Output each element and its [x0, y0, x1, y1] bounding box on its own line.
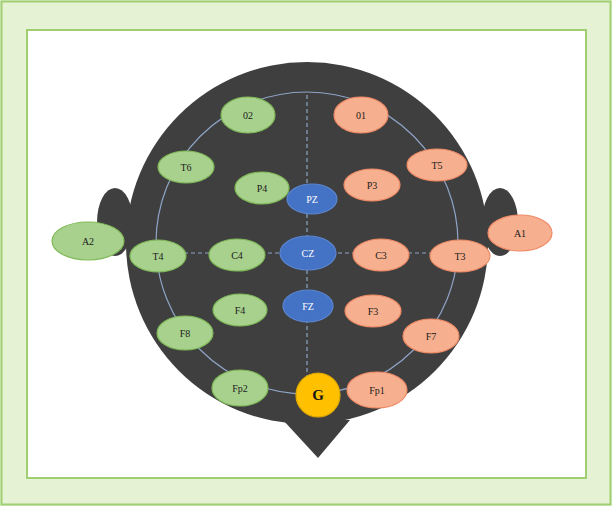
electrode-outline — [334, 97, 388, 133]
electrode-label: P4 — [257, 183, 268, 194]
electrode-label: 02 — [243, 110, 253, 121]
electrode: PZ — [286, 183, 338, 215]
electrode-outline — [407, 149, 467, 181]
electrode-outline — [213, 294, 267, 326]
electrode-label: 01 — [356, 110, 366, 121]
electrode-label: C3 — [375, 250, 387, 261]
electrode-outline — [221, 97, 275, 133]
electrode: F8 — [156, 315, 214, 351]
electrode-outline — [283, 290, 333, 322]
electrode: A2 — [51, 221, 125, 261]
electrode-outline — [157, 316, 213, 350]
electrode: 01 — [333, 96, 389, 134]
electrode: F4 — [212, 293, 268, 327]
electrode-outline — [345, 295, 401, 327]
electrode-outline — [280, 236, 336, 270]
electrode-outline — [52, 222, 124, 260]
electrode-label: Fp2 — [232, 383, 248, 394]
electrode: F7 — [402, 318, 460, 354]
electrode: C3 — [352, 238, 410, 272]
electrode-label: P3 — [367, 180, 378, 191]
electrode-outline — [130, 240, 186, 272]
electrode: F3 — [344, 294, 402, 328]
electrode: FZ — [282, 289, 334, 323]
electrode-label: F7 — [426, 331, 437, 342]
electrode: A1 — [487, 214, 553, 252]
electrode-outline — [296, 373, 340, 417]
ground-electrode: G — [295, 372, 341, 418]
electrode-label: F3 — [368, 306, 379, 317]
electrode-outline — [403, 319, 459, 353]
nose — [283, 420, 350, 458]
electrode: C4 — [208, 238, 266, 272]
electrode-outline — [488, 215, 552, 251]
electrode: T3 — [429, 239, 491, 273]
electrode: CZ — [279, 235, 337, 271]
electrode-outline — [287, 184, 337, 214]
electrode-label: G — [312, 387, 324, 404]
electrode: Fp2 — [211, 369, 269, 407]
electrode-outline — [158, 151, 214, 183]
electrode-outline — [430, 240, 490, 272]
electrode-outline — [344, 169, 400, 201]
electrode: Fp1 — [346, 371, 408, 409]
electrode-label: PZ — [306, 194, 318, 205]
electrode-outline — [235, 172, 289, 204]
electrode-label: T3 — [454, 251, 465, 262]
electrode-outline — [353, 239, 409, 271]
electrode-label: T5 — [431, 160, 442, 171]
electrode-label: CZ — [302, 248, 315, 259]
electrode-label: C4 — [231, 250, 243, 261]
electrode-label: F8 — [180, 328, 191, 339]
reference-circle — [156, 92, 458, 394]
electrode: P3 — [343, 168, 401, 202]
head-outline — [126, 62, 488, 424]
electrode-label: A2 — [82, 236, 94, 247]
electrode-label: Fp1 — [369, 385, 385, 396]
electrode-label: FZ — [302, 301, 314, 312]
electrode: T6 — [157, 150, 215, 184]
electrode: P4 — [234, 171, 290, 205]
electrode-label: A1 — [514, 228, 526, 239]
electrode-outline — [212, 370, 268, 406]
electrode: T4 — [129, 239, 187, 273]
electrode: 02 — [220, 96, 276, 134]
electrode-label: F4 — [235, 305, 246, 316]
electrode-outline — [347, 372, 407, 408]
inner-panel — [27, 30, 586, 478]
electrode-label: T4 — [152, 251, 163, 262]
electrode-outline — [209, 239, 265, 271]
electrode: T5 — [406, 148, 468, 182]
electrode-label: T6 — [180, 162, 191, 173]
